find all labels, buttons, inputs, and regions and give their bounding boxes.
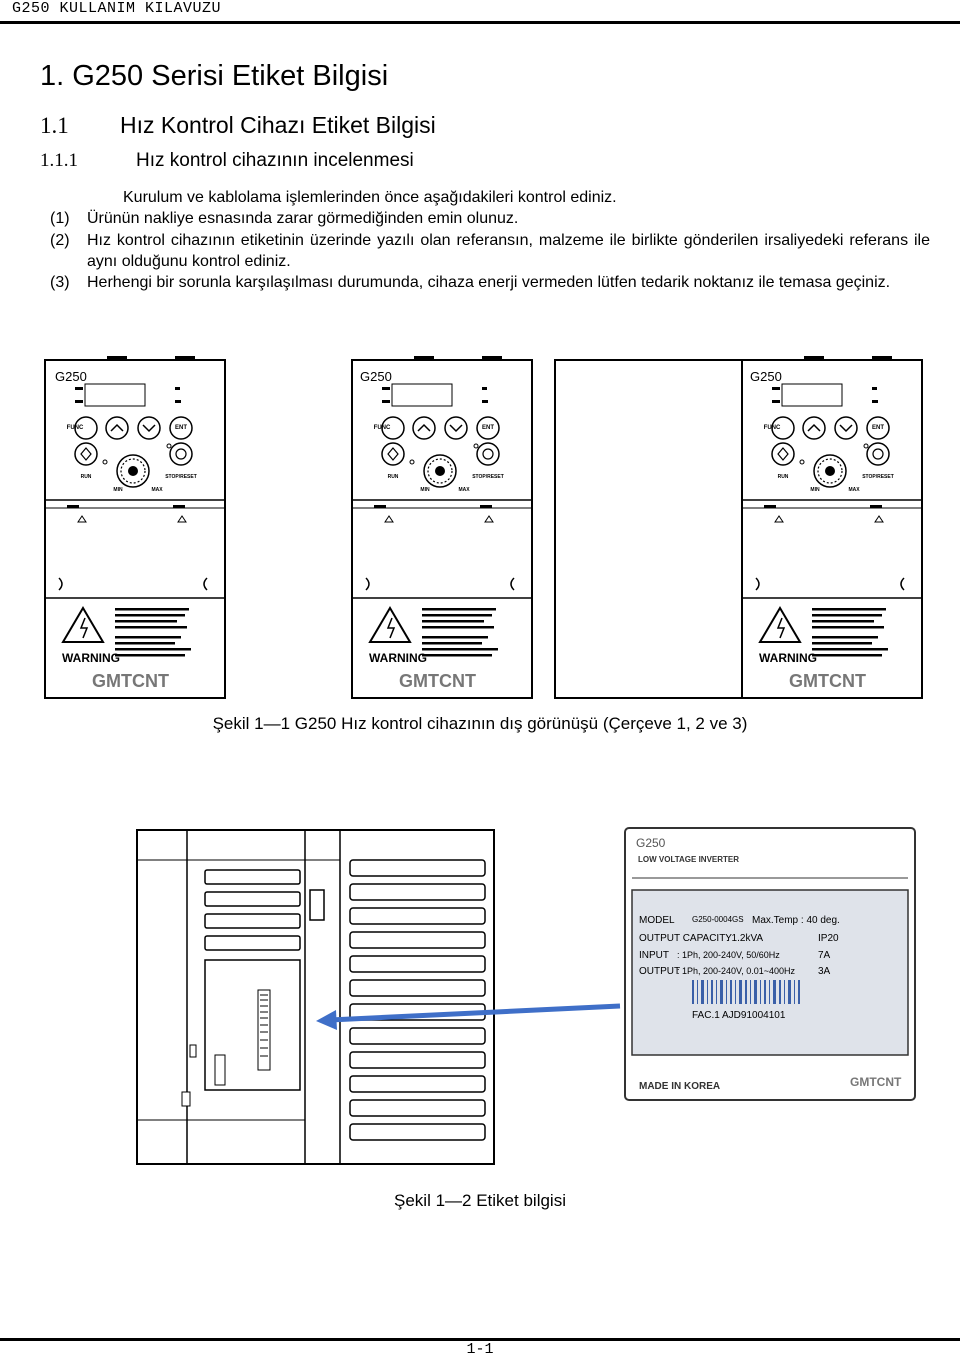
- list-item-text: Hız kontrol cihazının etiketinin üzerind…: [87, 232, 930, 270]
- heading-2-title: Hız Kontrol Cihazı Etiket Bilgisi: [120, 112, 436, 138]
- list-item-label: (2): [50, 232, 70, 249]
- label-subtitle: LOW VOLTAGE INVERTER: [638, 855, 739, 864]
- unit-3-max-label: MAX: [848, 487, 860, 493]
- inverter-side-view: [136, 829, 495, 1165]
- list-item: (1) Ürünün nakliye esnasında zarar görme…: [50, 208, 930, 229]
- list-item-label: (1): [50, 210, 70, 227]
- running-header: G250 KULLANIM KILAVUZU: [12, 0, 222, 17]
- figure-2: G250 LOW VOLTAGE INVERTER MODEL G250-000…: [0, 820, 960, 1180]
- inverter-frame-1: G250 FUNC ENT RUN STOP/RESET MIN MAX WAR…: [44, 355, 226, 699]
- unit-2-min-label: MIN: [420, 487, 430, 493]
- label-output-value: : 1Ph, 200-240V, 0.01~400Hz: [677, 966, 796, 976]
- label-output-current: 3A: [818, 966, 831, 977]
- label-input-value: : 1Ph, 200-240V, 50/60Hz: [677, 950, 780, 960]
- heading-2-number: 1.1: [40, 113, 69, 138]
- callout-arrow: [316, 1003, 621, 1030]
- intro-paragraph: Kurulum ve kablolama işlemlerinden önce …: [123, 189, 617, 206]
- unit-1-warning-label: WARNING: [62, 651, 120, 665]
- label-capacity-value: : 1.2kVA: [726, 933, 763, 944]
- figure-2-caption: Şekil 1—2 Etiket bilgisi: [394, 1191, 566, 1210]
- list-item: (3) Herhengi bir sorunla karşılaşılması …: [50, 272, 930, 293]
- label-model-key: MODEL: [639, 915, 675, 926]
- label-model-name: G250: [636, 836, 666, 850]
- unit-2-func-key-label: FUNC: [374, 425, 391, 431]
- unit-1-max-label: MAX: [151, 487, 163, 493]
- label-ip-rating: IP20: [818, 933, 839, 944]
- page-number: 1-1: [466, 1341, 494, 1358]
- label-fac-code: FAC.1 AJD91004101: [692, 1010, 786, 1021]
- heading-3: 1.1.1 Hız kontrol cihazının incelenmesi: [40, 150, 414, 172]
- unit-1-model-label: G250: [55, 369, 87, 384]
- figure-1-caption: Şekil 1—1 G250 Hız kontrol cihazının dış…: [212, 714, 748, 733]
- unit-1-min-label: MIN: [113, 487, 123, 493]
- unit-2-warning-label: WARNING: [369, 651, 427, 665]
- list-item-text: Herhengi bir sorunla karşılaşılması duru…: [87, 274, 891, 291]
- unit-3-model-label: G250: [750, 369, 782, 384]
- inverter-frame-2: G250 FUNC ENT RUN STOP/RESET MIN MAX WAR…: [351, 355, 533, 699]
- heading-1: 1. G250 Serisi Etiket Bilgisi: [40, 60, 389, 92]
- header-rule: [0, 21, 960, 24]
- unit-2-max-label: MAX: [458, 487, 470, 493]
- label-output-key: OUTPUT: [639, 966, 680, 977]
- unit-3-func-key-label: FUNC: [764, 425, 781, 431]
- inverter-frame-3: G250 FUNC ENT RUN STOP/RESET MIN MAX WAR…: [554, 355, 923, 699]
- label-barcode: [692, 980, 800, 1004]
- heading-2: 1.1 Hız Kontrol Cihazı Etiket Bilgisi: [40, 112, 436, 139]
- unit-3-brand-logo: GMTCNT: [789, 671, 866, 691]
- figure-1: G250 FUNC ENT RUN STOP/RESET MIN MAX WAR…: [0, 350, 960, 710]
- unit-3-min-label: MIN: [810, 487, 820, 493]
- product-label: G250 LOW VOLTAGE INVERTER MODEL G250-000…: [624, 827, 916, 1101]
- unit-1-run-key-label: RUN: [81, 474, 92, 480]
- label-capacity-key: OUTPUT CAPACITY: [639, 933, 732, 944]
- unit-3-stop-key-label: STOP/RESET: [862, 474, 894, 480]
- list-item-label: (3): [50, 274, 70, 291]
- footer-rule: [0, 1338, 960, 1341]
- unit-1-ent-key-label: ENT: [175, 425, 187, 431]
- unit-1-brand-logo: GMTCNT: [92, 671, 169, 691]
- list-item: (2) Hız kontrol cihazının etiketinin üze…: [50, 230, 930, 272]
- unit-2-ent-key-label: ENT: [482, 425, 494, 431]
- unit-2-brand-logo: GMTCNT: [399, 671, 476, 691]
- unit-2-run-key-label: RUN: [388, 474, 399, 480]
- list-item-text: Ürünün nakliye esnasında zarar görmediği…: [87, 210, 519, 227]
- unit-3-warning-label: WARNING: [759, 651, 817, 665]
- label-brand-logo: GMTCNT: [850, 1075, 902, 1089]
- unit-2-stop-key-label: STOP/RESET: [472, 474, 504, 480]
- unit-2-model-label: G250: [360, 369, 392, 384]
- label-model-value: G250-0004GS: [692, 915, 744, 924]
- label-made-in: MADE IN KOREA: [639, 1081, 720, 1092]
- heading-3-title: Hız kontrol cihazının incelenmesi: [136, 150, 414, 171]
- label-input-key: INPUT: [639, 950, 669, 961]
- label-input-current: 7A: [818, 950, 831, 961]
- unit-3-run-key-label: RUN: [778, 474, 789, 480]
- unit-1-stop-key-label: STOP/RESET: [165, 474, 197, 480]
- unit-1-func-key-label: FUNC: [67, 425, 84, 431]
- label-max-temp: Max.Temp : 40 deg.: [752, 915, 840, 926]
- unit-3-ent-key-label: ENT: [872, 425, 884, 431]
- heading-3-number: 1.1.1: [40, 150, 78, 171]
